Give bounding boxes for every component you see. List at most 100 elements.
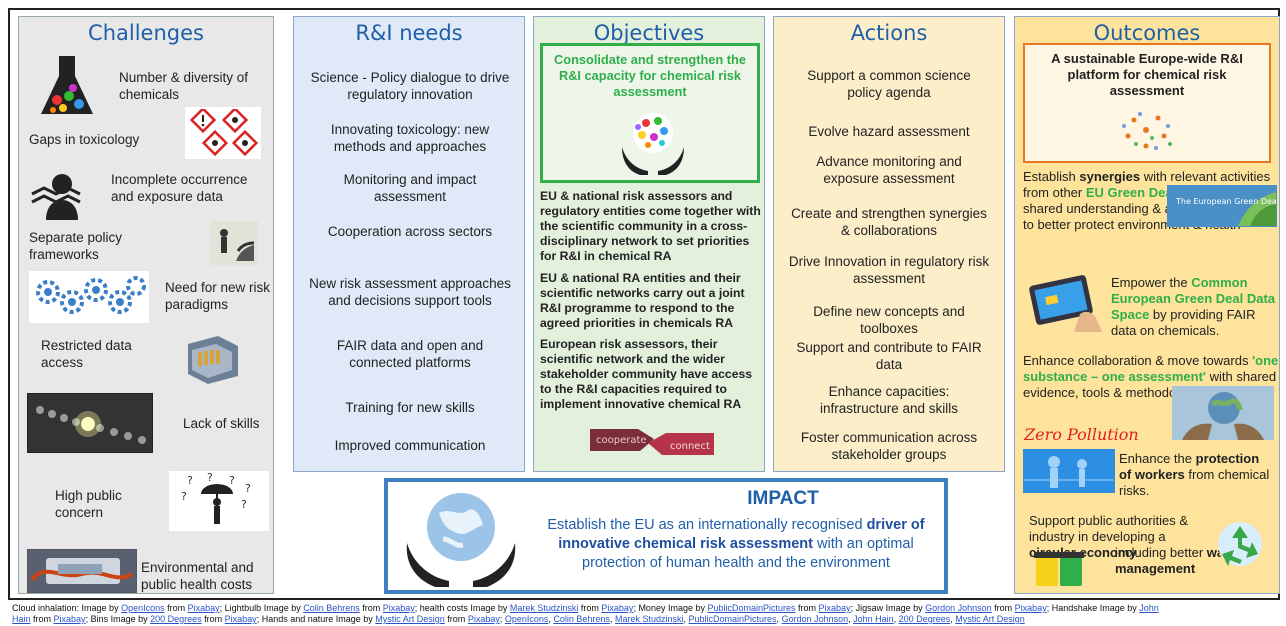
circular-economy-text: Support public authorities & industry in… bbox=[1029, 513, 1188, 560]
data-space-text: Empower the Common European Green Deal D… bbox=[1111, 275, 1275, 338]
challenges-title: Challenges bbox=[88, 21, 204, 45]
credit-link[interactable]: Pixabay bbox=[187, 603, 220, 613]
zero-pollution-label: Zero Pollution bbox=[1024, 425, 1139, 444]
objective-paragraph: EU & national RA entities and their scie… bbox=[540, 271, 745, 330]
objectives-column: Objectives Consolidate and strengthen th… bbox=[533, 16, 765, 472]
credit-text: ; Bins Image by bbox=[85, 614, 151, 624]
action-item: Advance monitoring and exposure assessme… bbox=[816, 154, 962, 186]
credit-text: ; Hands and nature Image by bbox=[256, 614, 376, 624]
credit-link[interactable]: Pixabay bbox=[53, 614, 86, 624]
recycle-icon bbox=[1213, 517, 1267, 571]
workers-icon bbox=[1023, 449, 1115, 493]
bins-icon bbox=[1033, 549, 1087, 589]
svg-text:?: ? bbox=[245, 482, 251, 495]
credit-link[interactable]: John bbox=[1139, 603, 1159, 613]
svg-text:?: ? bbox=[187, 474, 193, 487]
credit-link[interactable]: Pixabay bbox=[818, 603, 851, 613]
network-dots-icon bbox=[1115, 105, 1179, 155]
svg-text:?: ? bbox=[207, 472, 213, 484]
green-deal-badge-label: The European Green Deal bbox=[1175, 197, 1276, 206]
outcomes-headline-box: A sustainable Europe-wide R&I platform f… bbox=[1023, 43, 1271, 163]
credit-text: from bbox=[359, 603, 383, 613]
credit-text: from bbox=[201, 614, 225, 624]
need-item: Improved communication bbox=[334, 438, 486, 453]
credit-text: from bbox=[578, 603, 602, 613]
credit-link[interactable]: Marek Studzinski bbox=[614, 614, 684, 624]
credit-link[interactable]: Pixabay bbox=[1014, 603, 1047, 613]
need-item: Science - Policy dialogue to drive regul… bbox=[310, 70, 510, 102]
objectives-headline: Consolidate and strengthen the R&I capac… bbox=[554, 52, 746, 99]
hands-and-nature-icon bbox=[1171, 385, 1275, 441]
credit-text: ; bbox=[499, 614, 505, 624]
credit-link[interactable]: OpenIcons bbox=[504, 614, 549, 624]
umbrella-questions-icon: ?????? bbox=[169, 471, 269, 531]
challenge-item: Lack of skills bbox=[183, 416, 260, 431]
credit-link[interactable]: OpenIcons bbox=[121, 603, 165, 613]
credit-link[interactable]: Mystic Art Design bbox=[955, 614, 1025, 624]
credits-line: Hain from Pixabay; Bins Image by 200 Deg… bbox=[12, 614, 1280, 625]
credit-link[interactable]: Gordon Johnson bbox=[781, 614, 849, 624]
credit-text: ; Lightbulb Image by bbox=[219, 603, 304, 613]
credit-link[interactable]: Hain bbox=[12, 614, 31, 624]
credit-text: from bbox=[444, 614, 468, 624]
credit-text: , bbox=[548, 614, 554, 624]
outcomes-column: Outcomes A sustainable Europe-wide R&I p… bbox=[1014, 16, 1280, 594]
credit-text: ; Money Image by bbox=[633, 603, 708, 613]
credit-text: , bbox=[776, 614, 782, 624]
credit-link[interactable]: Marek Studzinski bbox=[509, 603, 579, 613]
credit-link[interactable]: Pixabay bbox=[382, 603, 415, 613]
challenge-item: High public concern bbox=[55, 488, 122, 520]
need-item: Monitoring and impact assessment bbox=[343, 172, 477, 204]
credit-text: from bbox=[30, 614, 54, 624]
objectives-headline-box: Consolidate and strengthen the R&I capac… bbox=[540, 43, 760, 183]
action-item: Foster communication across stakeholder … bbox=[800, 430, 978, 462]
credit-text: from bbox=[991, 603, 1015, 613]
credit-text: , bbox=[848, 614, 854, 624]
challenge-item: Environmental and public health costs bbox=[141, 560, 254, 592]
credit-link[interactable]: Gordon Johnson bbox=[925, 603, 992, 613]
credit-link[interactable]: Pixabay bbox=[601, 603, 634, 613]
flask-icon bbox=[33, 51, 101, 121]
green-deal-badge-icon: The European Green Deal bbox=[1167, 185, 1277, 227]
svg-text:?: ? bbox=[229, 474, 235, 487]
credit-link[interactable]: 200 Degrees bbox=[898, 614, 951, 624]
challenge-item: Restricted data access bbox=[41, 338, 132, 370]
challenges-column: Challenges Number & diversity of chemica… bbox=[18, 16, 274, 594]
handshake-word-right: connect bbox=[670, 441, 710, 452]
handshake-word-left: cooperate bbox=[596, 435, 647, 446]
need-item: FAIR data and open and connected platfor… bbox=[336, 338, 484, 370]
credits-line: Cloud inhalation: Image by OpenIcons fro… bbox=[12, 603, 1280, 614]
credit-link[interactable]: Colin Behrens bbox=[303, 603, 360, 613]
credit-link[interactable]: Pixabay bbox=[224, 614, 257, 624]
lightbulb-row-icon bbox=[27, 393, 153, 453]
gears-icon bbox=[29, 271, 149, 323]
need-item: Training for new skills bbox=[345, 400, 475, 415]
credit-link[interactable]: PublicDomainPictures bbox=[688, 614, 777, 624]
need-item: New risk assessment approaches and decis… bbox=[309, 276, 511, 308]
credit-text: from bbox=[795, 603, 819, 613]
challenge-item: Need for new risk paradigms bbox=[165, 280, 271, 312]
credit-text: , bbox=[609, 614, 615, 624]
file-drawer-icon bbox=[183, 333, 243, 387]
credit-link[interactable]: John Hain bbox=[853, 614, 894, 624]
outcomes-title: Outcomes bbox=[1093, 21, 1201, 45]
credit-link[interactable]: Mystic Art Design bbox=[375, 614, 445, 624]
handshake-icon: cooperate connect bbox=[590, 419, 714, 467]
jigsaw-figure-icon bbox=[209, 221, 259, 265]
action-item: Drive Innovation in regulatory risk asse… bbox=[788, 254, 990, 286]
credit-link[interactable]: PublicDomainPictures bbox=[707, 603, 796, 613]
ri-needs-title: R&I needs bbox=[355, 21, 463, 45]
action-item: Enhance capacities: infrastructure and s… bbox=[819, 384, 959, 416]
credit-text: , bbox=[683, 614, 689, 624]
one-substance-text: Enhance collaboration & move towards 'on… bbox=[1023, 353, 1279, 400]
credit-text: Cloud inhalation: Image by bbox=[12, 603, 122, 613]
need-item: Innovating toxicology: new methods and a… bbox=[330, 122, 490, 154]
objectives-title: Objectives bbox=[593, 21, 705, 45]
impact-statement: Establish the EU as an internationally r… bbox=[547, 517, 925, 571]
challenge-item: Gaps in toxicology bbox=[29, 132, 140, 147]
outcomes-headline: A sustainable Europe-wide R&I platform f… bbox=[1051, 51, 1243, 98]
credit-text: , bbox=[950, 614, 956, 624]
credit-link[interactable]: Pixabay bbox=[467, 614, 500, 624]
credit-link[interactable]: 200 Degrees bbox=[150, 614, 202, 624]
credit-link[interactable]: Colin Behrens bbox=[553, 614, 610, 624]
